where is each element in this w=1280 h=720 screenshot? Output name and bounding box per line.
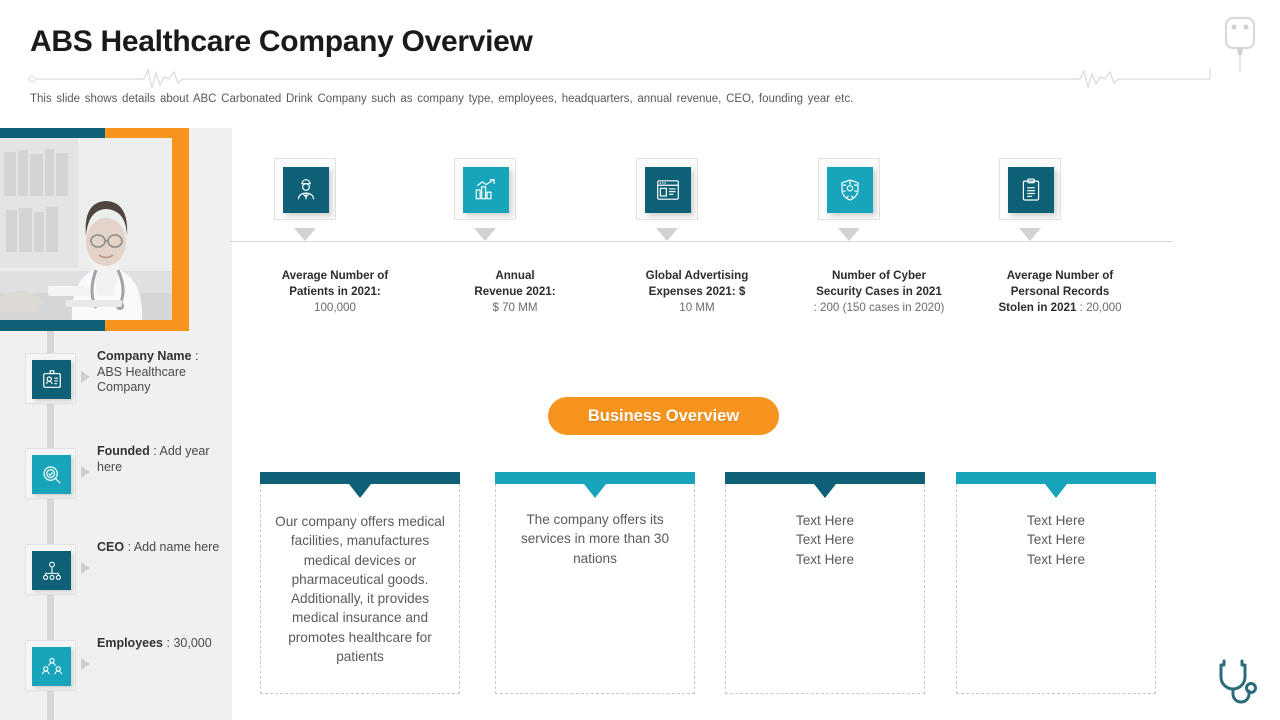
overview-card-1[interactable]: Our company offers medical facilities, m… (260, 472, 460, 694)
sidebar-item-sep: : (124, 540, 134, 554)
photo-accent-bottom (0, 319, 105, 331)
sidebar-item-value: Add name here (133, 540, 220, 554)
tile-frame (999, 158, 1061, 220)
team-group-icon (32, 647, 71, 686)
metric-caret-icon (294, 228, 316, 241)
sidebar-item-label: Founded (97, 444, 150, 458)
sidebar-item-text: Employees : 30,000 (97, 636, 225, 652)
metric-line3: Stolen in 2021 (998, 301, 1077, 314)
sidebar-item-text: Company Name : ABS Healthcare Company (97, 349, 225, 396)
metric-line1: Annual (495, 269, 535, 282)
clipboard-records-icon (1008, 167, 1054, 213)
card-text: Our company offers medical facilities, m… (260, 484, 460, 694)
metric-caret-icon (1019, 228, 1041, 241)
metric-line1: Average Number of (1006, 269, 1114, 282)
card-top-bar (495, 472, 695, 484)
card-caret-icon (349, 484, 371, 498)
metric-value: : 200 (150 cases in 2020) (813, 301, 945, 314)
card-top-bar (725, 472, 925, 484)
company-photo-frame (0, 128, 189, 331)
page-title: ABS Healthcare Company Overview (30, 25, 533, 58)
metric-line2: Expenses 2021: $ (648, 285, 746, 298)
card-top-bar (956, 472, 1156, 484)
iv-drip-icon (1216, 14, 1262, 81)
sidebar-item-company-name[interactable]: Company Name : ABS Healthcare Company (0, 349, 232, 413)
patient-person-icon (283, 167, 329, 213)
sidebar-item-value: ABS Healthcare Company (97, 364, 186, 395)
metric-label: Average Number of Personal Records Stole… (965, 268, 1155, 316)
tile-frame (454, 158, 516, 220)
metric-value: $ 70 MM (492, 301, 538, 314)
card-text: The company offers its services in more … (495, 484, 695, 694)
sidebar-timeline-spine (47, 331, 54, 720)
tile-frame (25, 640, 76, 691)
business-overview-pill[interactable]: Business Overview (548, 397, 779, 435)
chevron-right-icon (81, 562, 90, 574)
chevron-right-icon (81, 371, 90, 383)
page-subtitle: This slide shows details about ABC Carbo… (30, 93, 854, 105)
metric-line2: Security Cases in 2021 (816, 285, 942, 298)
tile-frame (274, 158, 336, 220)
sidebar-item-ceo[interactable]: CEO : Add name here (0, 540, 232, 604)
metric-label: Annual Revenue 2021: $ 70 MM (420, 268, 610, 316)
metric-line2: Personal Records (1010, 285, 1110, 298)
doctor-with-patient-photo (0, 138, 172, 320)
metric-value: 100,000 (314, 301, 356, 314)
advertising-browser-icon (645, 167, 691, 213)
metric-label: Average Number of Patients in 2021: 100,… (240, 268, 430, 316)
metric-label: Number of Cyber Security Cases in 2021 :… (784, 268, 974, 316)
metric-line2: Patients in 2021: (289, 285, 381, 298)
tile-frame (25, 448, 76, 499)
tile-frame (818, 158, 880, 220)
card-text: Text Here Text Here Text Here (725, 484, 925, 694)
sidebar-item-sep: : (191, 349, 199, 363)
metric-label: Global Advertising Expenses 2021: $ 10 M… (602, 268, 792, 316)
tile-frame (25, 544, 76, 595)
tile-frame (25, 353, 76, 404)
tile-frame (636, 158, 698, 220)
sidebar-item-founded[interactable]: Founded : Add year here (0, 444, 232, 508)
card-top-bar (260, 472, 460, 484)
metric-line1: Average Number of (281, 269, 389, 282)
sidebar-item-sep: : (163, 636, 174, 650)
sidebar-item-text: Founded : Add year here (97, 444, 225, 475)
stethoscope-icon (1214, 655, 1266, 712)
card-text: Text Here Text Here Text Here (956, 484, 1156, 694)
sidebar-item-label: Company Name (97, 349, 192, 363)
ecg-heartbeat-line-icon (28, 66, 1218, 92)
sidebar-item-value: Add year here (97, 444, 210, 474)
sidebar-item-label: CEO (97, 540, 125, 554)
card-caret-icon (584, 484, 606, 498)
id-badge-icon (32, 360, 71, 399)
metric-line1: Number of Cyber (831, 269, 927, 282)
metric-value: 10 MM (679, 301, 715, 314)
chevron-right-icon (81, 658, 90, 670)
sidebar-item-label: Employees (97, 636, 164, 650)
card-caret-icon (814, 484, 836, 498)
overview-card-3[interactable]: Text Here Text Here Text Here (725, 472, 925, 694)
sidebar-item-sep: : (149, 444, 160, 458)
metric-caret-icon (474, 228, 496, 241)
overview-card-2[interactable]: The company offers its services in more … (495, 472, 695, 694)
metric-line2: Revenue 2021: (474, 285, 556, 298)
overview-card-4[interactable]: Text Here Text Here Text Here (956, 472, 1156, 694)
card-caret-icon (1045, 484, 1067, 498)
sidebar-item-value: 30,000 (173, 636, 212, 650)
metric-value: : 20,000 (1076, 301, 1122, 314)
metric-caret-icon (838, 228, 860, 241)
revenue-growth-icon (463, 167, 509, 213)
org-people-icon (32, 551, 71, 590)
sidebar-item-employees[interactable]: Employees : 30,000 (0, 636, 232, 700)
metrics-axis-line (230, 241, 1173, 242)
cyber-shield-icon (827, 167, 873, 213)
metric-caret-icon (656, 228, 678, 241)
chevron-right-icon (81, 466, 90, 478)
sidebar-panel: Company Name : ABS Healthcare Company Fo… (0, 128, 232, 720)
photo-accent-top (0, 128, 105, 140)
sidebar-item-text: CEO : Add name here (97, 540, 225, 556)
magnifier-check-icon (32, 455, 71, 494)
metric-line1: Global Advertising (645, 269, 749, 282)
